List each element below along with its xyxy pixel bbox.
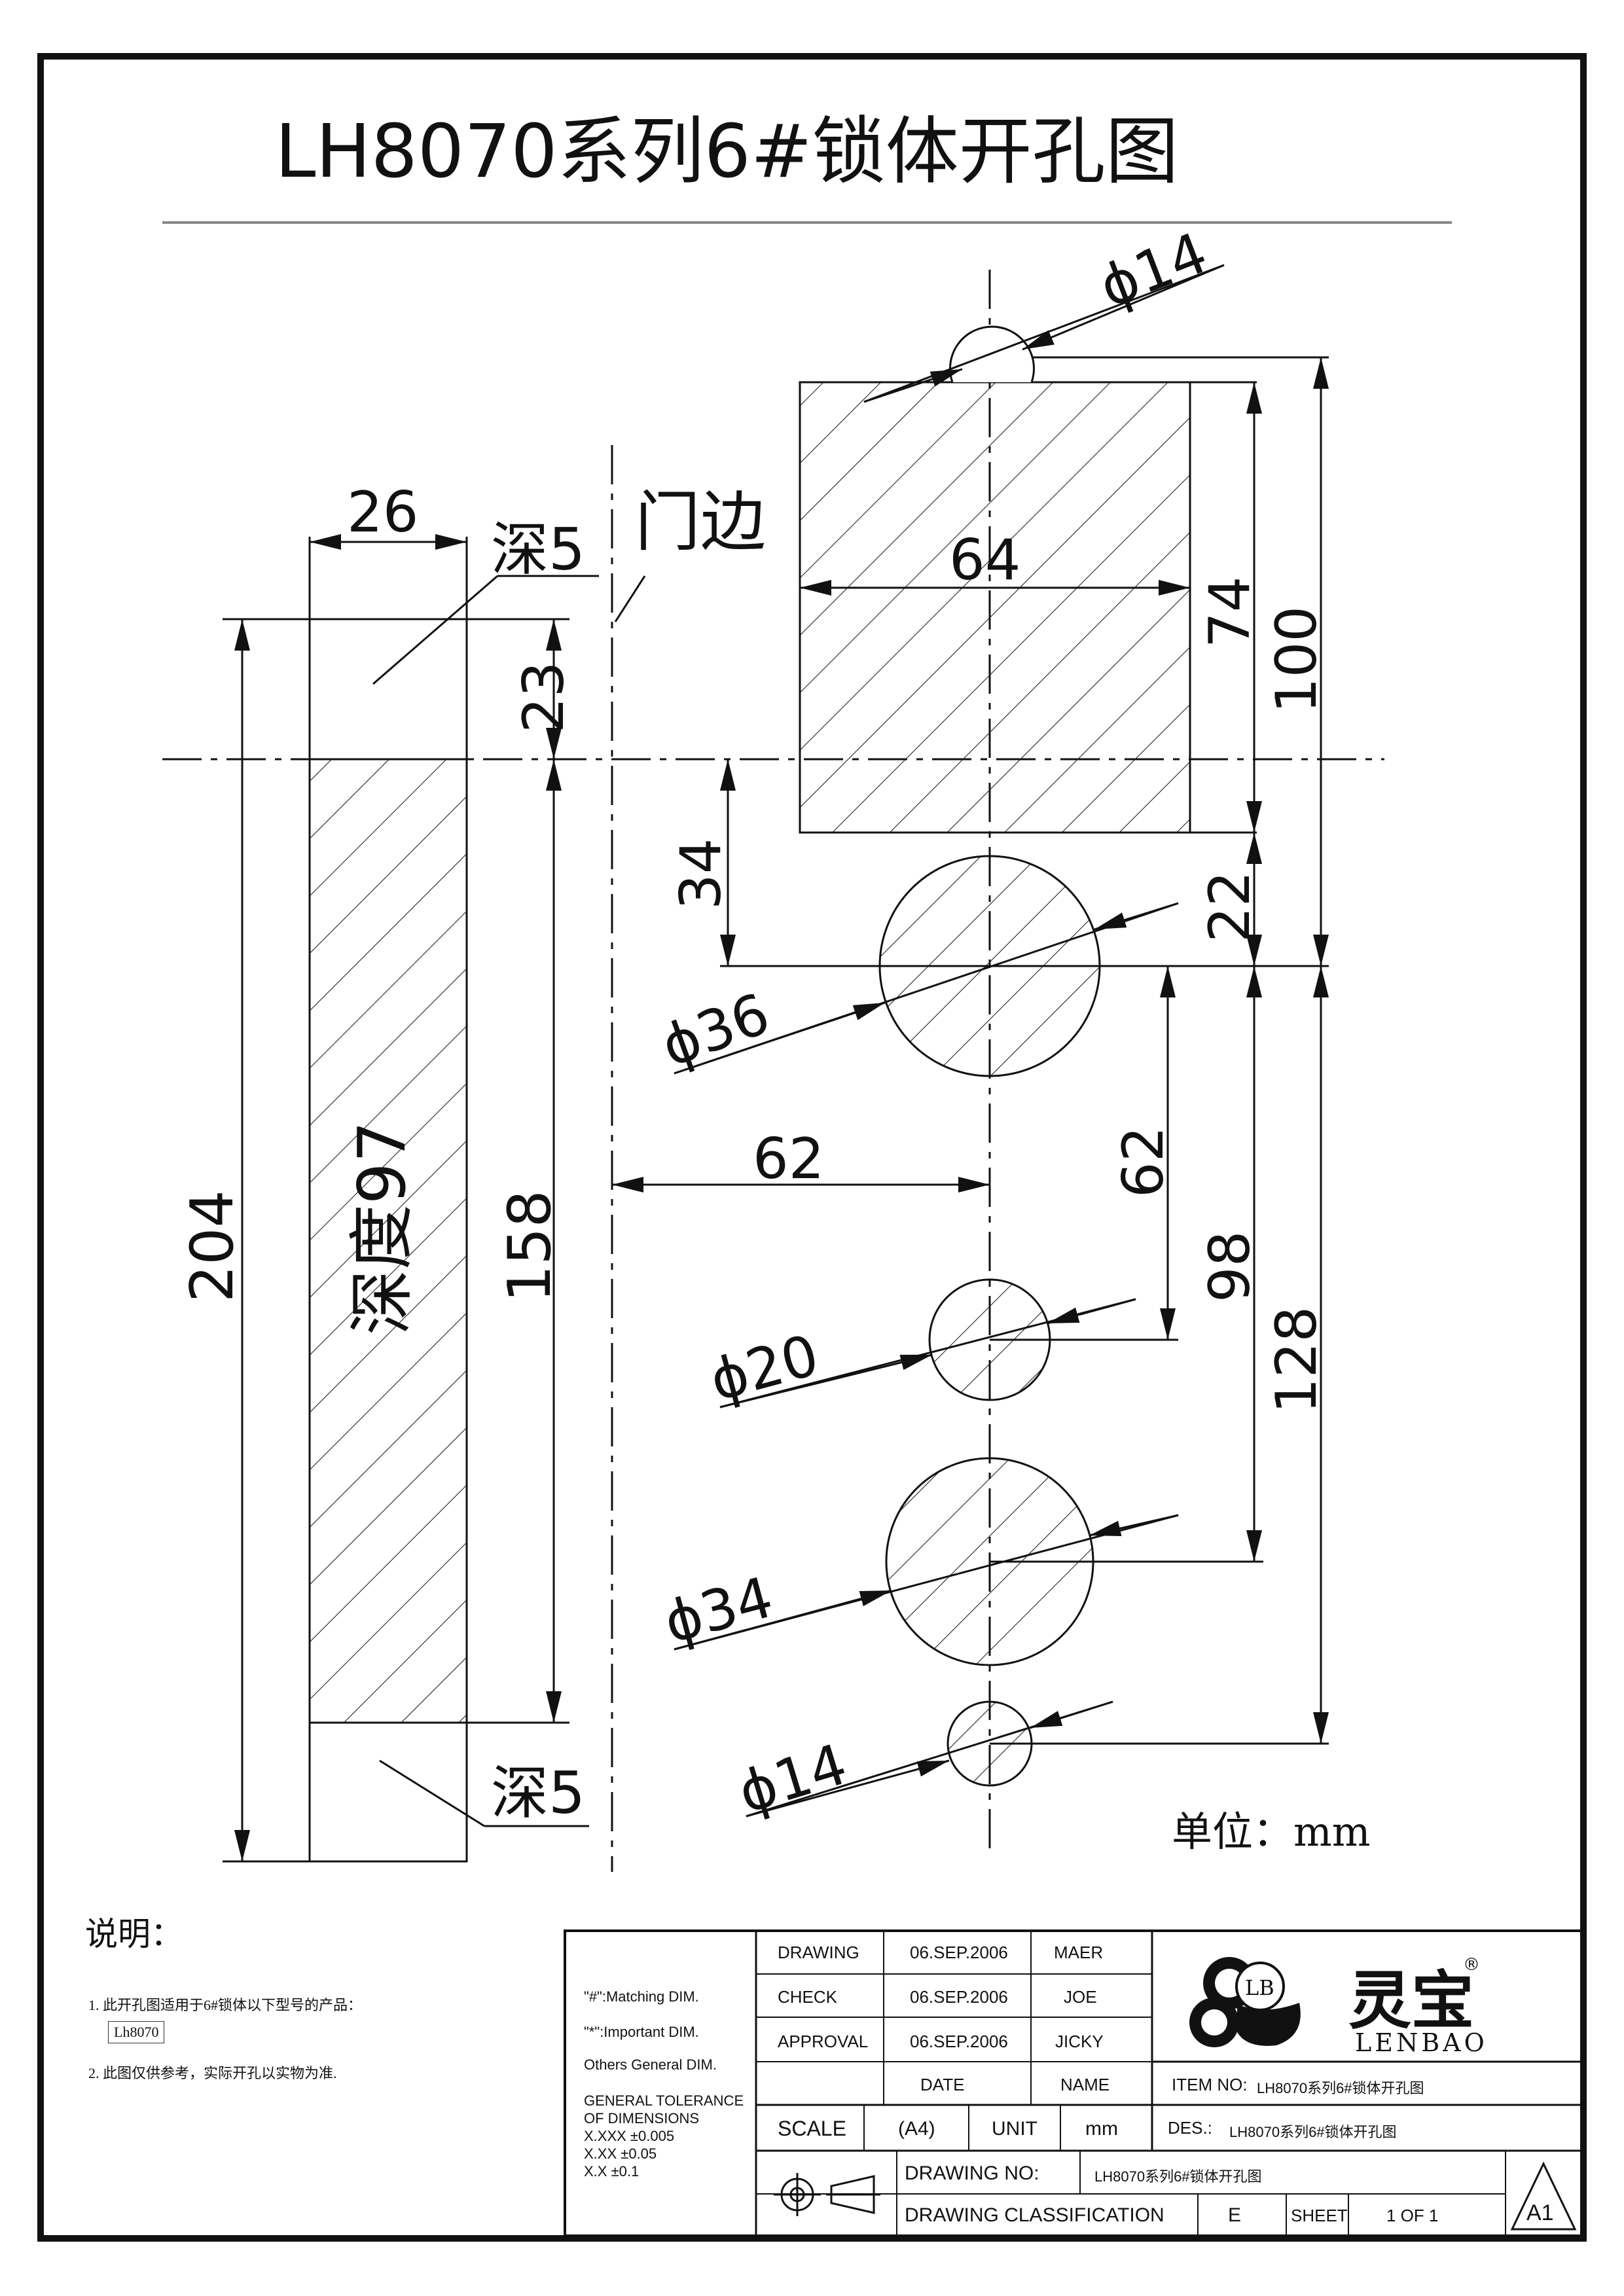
dim-74: 74 <box>1197 577 1263 648</box>
label-depth5-bottom: 深5 <box>491 1759 585 1827</box>
date-header: DATE <box>920 2075 965 2094</box>
row-check-label: CHECK <box>778 1987 838 2007</box>
row-approval-date: 06.SEP.2006 <box>910 2032 1008 2051</box>
dim-100: 100 <box>1264 606 1329 713</box>
des-value: LH8070系列6#锁体开孔图 <box>1229 2124 1397 2140</box>
dim-34: 34 <box>668 838 734 910</box>
legend-important: "*":Important DIM. <box>584 2024 699 2040</box>
projection-symbol-icon <box>774 2173 880 2216</box>
row-approval-label: APPROVAL <box>778 2032 869 2051</box>
row-drawing-name: MAER <box>1054 1943 1104 1962</box>
legend-general: Others General DIM. <box>584 2056 717 2073</box>
legend-matching: "#":Matching DIM. <box>584 1988 699 2005</box>
tolerance-block: GENERAL TOLERANCE OF DIMENSIONS X.XXX ±0… <box>584 2092 744 2180</box>
row-drawing-date: 06.SEP.2006 <box>910 1943 1008 1962</box>
dim-62-v: 62 <box>1111 1126 1176 1198</box>
notes-title: 说明： <box>85 1916 183 1952</box>
dim-26: 26 <box>347 480 418 545</box>
name-header: NAME <box>1060 2075 1110 2094</box>
unit-value-tb: mm <box>1085 2118 1118 2140</box>
note-2: 2. 此图仅供参考，实际开孔以实物为准. <box>88 2065 337 2081</box>
dim-22: 22 <box>1197 871 1263 942</box>
dim-62-h: 62 <box>753 1126 824 1192</box>
tolerance-line-2: OF DIMENSIONS <box>584 2110 700 2126</box>
dim-64: 64 <box>949 528 1020 593</box>
company-logo: LB <box>1189 1957 1301 2047</box>
dim-d14-bottom: ϕ14 <box>731 1732 854 1826</box>
drawing-no-label: DRAWING NO: <box>905 2162 1039 2184</box>
outer-border <box>37 53 1587 2242</box>
item-no-value: LH8070系列6#锁体开孔图 <box>1257 2080 1424 2096</box>
dim-d34: ϕ34 <box>658 1565 780 1657</box>
dim-158: 158 <box>496 1190 564 1302</box>
row-drawing-label: DRAWING <box>778 1943 859 1962</box>
faceplate-cutout <box>308 618 468 1863</box>
dim-98: 98 <box>1197 1231 1263 1302</box>
model-number: Lh8070 <box>108 2021 165 2043</box>
row-check-date: 06.SEP.2006 <box>910 1987 1008 2007</box>
label-door-edge: 门边 <box>635 484 766 560</box>
item-no-label: ITEM NO: <box>1172 2075 1248 2094</box>
lock-body-pocket <box>799 381 1257 834</box>
row-approval-name: JICKY <box>1055 2032 1104 2051</box>
scale-label: SCALE <box>778 2117 846 2140</box>
logo-letters: LB <box>1245 1975 1274 2000</box>
title-block <box>564 1929 1583 2237</box>
dim-d14-top: ϕ14 <box>1091 221 1216 321</box>
drawing-no-value: LH8070系列6#锁体开孔图 <box>1094 2168 1262 2185</box>
dim-d36: ϕ36 <box>653 981 778 1080</box>
note-1: 1. 此开孔图适用于6#锁体以下型号的产品： <box>88 1997 363 2013</box>
dim-128: 128 <box>1264 1306 1329 1414</box>
sheet-value: 1 OF 1 <box>1386 2206 1439 2225</box>
des-label: DES.: <box>1168 2118 1212 2138</box>
dim-204: 204 <box>178 1190 247 1302</box>
drawing-title: LH8070系列6#锁体开孔图 <box>275 109 1179 194</box>
scale-value: (A4) <box>898 2118 935 2140</box>
tolerance-line-4: X.XX ±0.05 <box>584 2145 657 2162</box>
dim-23: 23 <box>511 662 577 733</box>
classification-value: E <box>1228 2204 1242 2226</box>
revision-triangle <box>1510 2161 1577 2231</box>
tolerance-line-1: GENERAL TOLERANCE <box>584 2092 744 2109</box>
classification-label: DRAWING CLASSIFICATION <box>905 2204 1164 2226</box>
label-depth5-top: 深5 <box>491 516 585 583</box>
registered-mark: ® <box>1463 1955 1480 1975</box>
top-hole-d14 <box>949 325 1329 383</box>
dim-d20: ϕ20 <box>704 1323 825 1414</box>
sheet-label: SHEET <box>1291 2206 1348 2225</box>
tolerance-line-5: X.X ±0.1 <box>584 2163 640 2179</box>
row-check-name: JOE <box>1064 1987 1097 2007</box>
unit-label: 单位：mm <box>1172 1808 1371 1856</box>
label-depth97: 深度97 <box>344 1121 420 1335</box>
tolerance-line-3: X.XXX ±0.005 <box>584 2128 675 2144</box>
company-name-en: LENBAO <box>1355 2028 1488 2057</box>
company-name-cn: 灵宝 <box>1348 1964 1474 2037</box>
revision-label: A1 <box>1526 2200 1554 2225</box>
unit-label-tb: UNIT <box>992 2118 1038 2140</box>
